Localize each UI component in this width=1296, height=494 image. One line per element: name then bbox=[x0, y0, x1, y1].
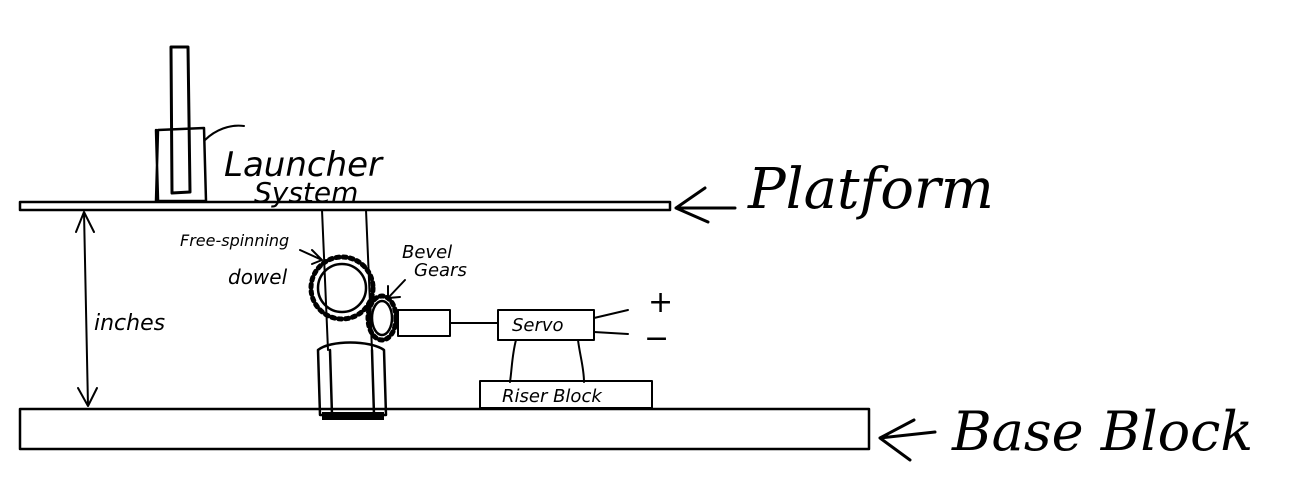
base-arrow bbox=[880, 420, 935, 460]
servo-leg-right bbox=[578, 340, 584, 382]
holder-cylinder bbox=[318, 343, 386, 416]
power-lead-minus bbox=[594, 332, 628, 334]
platform-arrow bbox=[676, 188, 735, 222]
dowel-label-arrow bbox=[300, 250, 322, 264]
free-spinning-label-line1: Free-spinning bbox=[180, 231, 289, 250]
riser-block-label: Riser Block bbox=[502, 386, 603, 407]
base-block bbox=[20, 409, 869, 449]
dowel-gear-teeth bbox=[311, 257, 373, 319]
launcher-label-line2: System bbox=[254, 176, 358, 209]
bevel-gear bbox=[372, 301, 392, 335]
inches-label: inches bbox=[94, 311, 165, 336]
servo-label: Servo bbox=[512, 315, 564, 336]
bevel-label-arrow bbox=[388, 280, 405, 298]
plus-label: + bbox=[648, 285, 673, 320]
launcher-sleeve bbox=[156, 128, 206, 201]
launcher-arrow bbox=[205, 126, 244, 140]
launcher-tube bbox=[171, 47, 190, 193]
dowel-rail-left bbox=[322, 210, 328, 350]
bevel-label-line2: Gears bbox=[414, 260, 467, 281]
base-block-label: Base Block bbox=[951, 400, 1253, 463]
minus-label: − bbox=[644, 321, 669, 356]
free-spinning-label-line2: dowel bbox=[228, 265, 288, 289]
platform-label: Platform bbox=[747, 157, 994, 222]
shaft-coupler bbox=[398, 310, 450, 336]
height-dimension-arrow bbox=[76, 212, 97, 406]
servo-leg-left bbox=[510, 340, 516, 382]
power-lead-plus bbox=[594, 310, 628, 318]
